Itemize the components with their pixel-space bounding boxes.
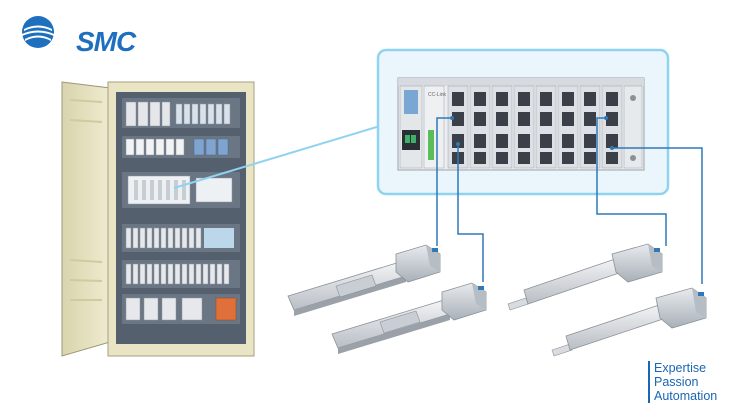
electric-actuator [551,287,707,357]
cable-terminals [450,116,614,150]
electric-actuator [507,243,663,311]
tagline-expertise: Expertise [654,361,707,375]
gateway-unit: CC-Link [397,77,645,171]
smc-logo-icon [22,16,54,48]
cabinet-modules [125,101,237,321]
tagline-automation: Automation [654,389,718,403]
brand-name: SMC [76,26,136,57]
electric-actuator [331,282,487,354]
door-vents [69,99,103,301]
tagline-passion: Passion [654,375,699,389]
cabinet-door [61,81,111,357]
cable-lines [436,117,703,284]
control-cabinet [61,81,255,357]
callout-pointer [173,125,381,189]
tagline: Expertise Passion Automation [648,361,717,403]
gateway-brand-label: CC-Link [428,92,447,98]
electric-actuator [287,244,441,316]
io-modules [447,85,623,169]
smc-logo: SMC [18,12,138,57]
